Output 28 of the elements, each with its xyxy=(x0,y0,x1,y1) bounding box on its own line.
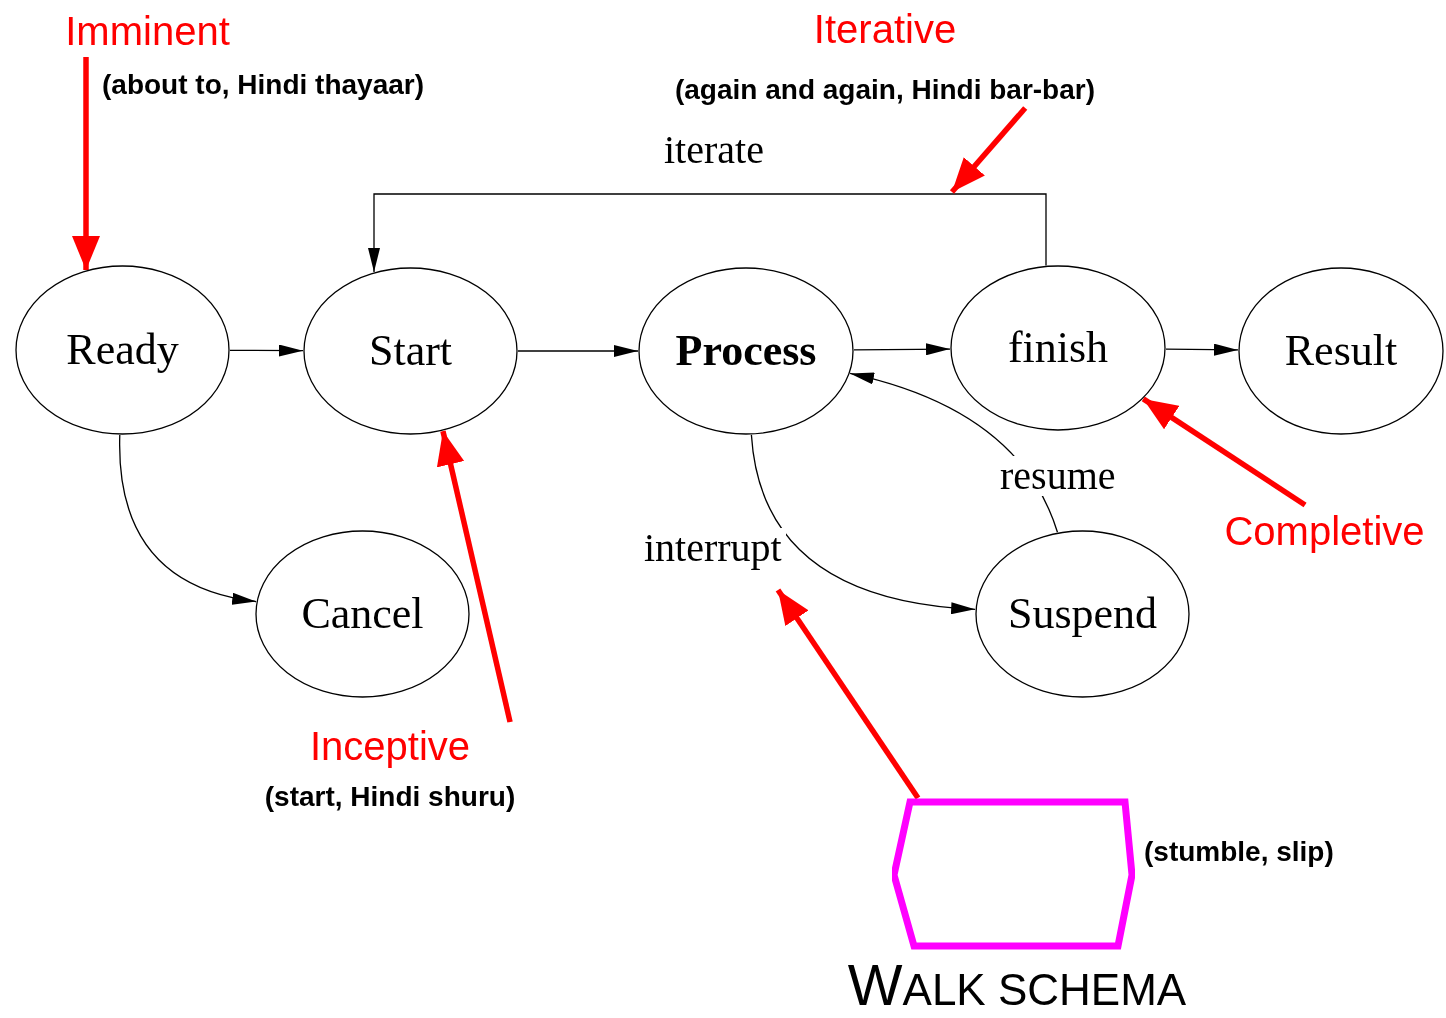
pointer-arrow xyxy=(72,57,100,271)
gloss-text: (again and again, Hindi bar-bar) xyxy=(674,73,1095,107)
state-label: Process xyxy=(675,329,817,373)
transition-arrow xyxy=(517,345,639,357)
pointer-arrow xyxy=(775,588,921,800)
transition-arrow xyxy=(750,434,976,614)
transition-arrow xyxy=(853,343,951,356)
aspect-label: Completive xyxy=(1224,511,1425,551)
state-label: Result xyxy=(1284,329,1398,373)
pointer-arrow xyxy=(436,430,513,723)
gloss-text: (start, Hindi shuru) xyxy=(264,780,516,814)
transition-arrow xyxy=(1165,343,1239,356)
transition-arrow xyxy=(229,344,304,357)
schema-title: WALK SCHEMA xyxy=(847,956,1187,1014)
state-label: Ready xyxy=(66,328,179,372)
gloss-text: (about to, Hindi thayaar) xyxy=(102,68,424,102)
transition-arrow xyxy=(119,434,257,604)
pointer-arrow xyxy=(949,106,1028,194)
pointer-arrow xyxy=(1141,396,1307,508)
aspect-label: Imminent xyxy=(65,11,230,51)
aspect-label: Inceptive xyxy=(309,723,471,770)
state-label: finish xyxy=(1007,326,1109,370)
state-label: Start xyxy=(368,329,453,373)
gloss-text: (stumble, slip) xyxy=(1144,835,1334,869)
transition-arrow xyxy=(368,193,1047,273)
state-label: Cancel xyxy=(301,592,424,636)
aspect-label: Iterative xyxy=(813,6,957,53)
state-label: Suspend xyxy=(1007,592,1158,636)
